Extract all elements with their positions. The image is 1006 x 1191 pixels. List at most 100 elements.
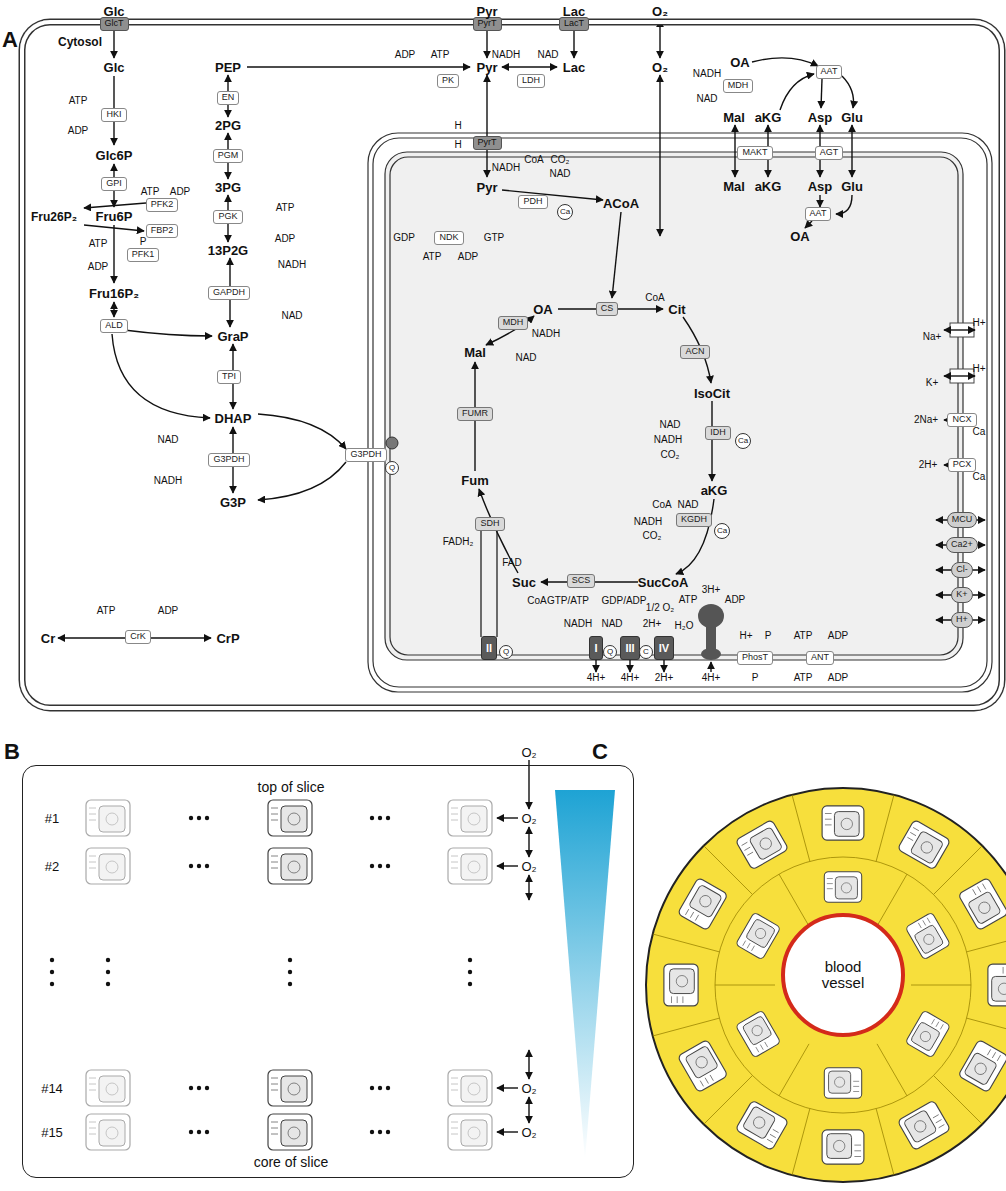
- node-text: PyrT: [478, 18, 497, 28]
- enzyme-box: MAKT: [737, 146, 772, 160]
- channel-box: K+: [951, 587, 972, 603]
- cofactor-label: ADP: [68, 126, 89, 136]
- enzyme-box: LDH: [517, 74, 545, 88]
- line-shape: [271, 1078, 278, 1079]
- line-shape: [271, 820, 278, 821]
- circle-shape: [288, 861, 300, 873]
- rect-shape: [742, 1016, 772, 1046]
- g-shape: [268, 1070, 312, 1106]
- circle-shape: [468, 1083, 480, 1095]
- rect-shape: [905, 912, 950, 960]
- cofactor-label: 2H+: [919, 460, 938, 470]
- rect-shape: [461, 854, 487, 880]
- line-shape: [271, 1128, 278, 1129]
- path-shape: [944, 375, 975, 376]
- rect-shape: [958, 1039, 1006, 1092]
- node-text: SDH: [480, 518, 499, 528]
- line-shape: [710, 1075, 713, 1081]
- g-shape: [448, 848, 492, 884]
- rect-shape: [988, 964, 1006, 1006]
- circle-shape: [197, 816, 201, 820]
- line-shape: [271, 1084, 278, 1085]
- rect-shape: [822, 1130, 864, 1164]
- line-shape: [89, 862, 96, 863]
- line-shape: [89, 808, 96, 809]
- node-text: FBP2: [151, 225, 174, 235]
- enzyme-box: PCX: [948, 458, 977, 472]
- metabolite-label: Suc: [512, 576, 536, 589]
- cofactor-label: 4H+: [587, 673, 606, 683]
- cofactor-label: H+: [739, 631, 752, 641]
- cofactor-label: ATP: [276, 203, 295, 213]
- circle-shape: [370, 864, 374, 868]
- path-shape: [497, 1131, 518, 1132]
- g-shape: [735, 819, 788, 870]
- node-text: PhosT: [742, 652, 768, 662]
- line-shape: [715, 985, 775, 986]
- circle-shape: [106, 813, 118, 825]
- blood-vessel-circle: blood vessel: [781, 913, 905, 1037]
- cofactor-label: GDP: [393, 233, 415, 243]
- circle-shape: [106, 970, 110, 974]
- cofactor-label: ADP: [725, 595, 746, 605]
- line-shape: [853, 1081, 859, 1082]
- cofactor-label: ATP: [794, 631, 813, 641]
- metabolite-label: Fum: [461, 474, 488, 487]
- cofactor-label: 2H+: [655, 673, 674, 683]
- cofactor-label: GTP/ATP: [547, 596, 589, 606]
- path-shape: [659, 75, 660, 236]
- g-shape: [736, 1010, 781, 1058]
- path-shape: [113, 302, 114, 317]
- line-shape: [743, 941, 746, 946]
- path-shape: [821, 79, 822, 108]
- cofactor-label: CoA: [524, 155, 543, 165]
- metabolite-label: aKG: [755, 180, 782, 193]
- cofactor-label: H: [454, 121, 461, 131]
- cofactor-label: P: [765, 631, 772, 641]
- line-shape: [825, 813, 832, 814]
- node-text: SCS: [572, 575, 591, 585]
- line-shape: [89, 1090, 96, 1091]
- cofactor-label: NAD: [157, 435, 178, 445]
- rect-shape: [910, 1021, 940, 1051]
- line-shape: [765, 1042, 768, 1047]
- node-text: MAKT: [742, 147, 767, 157]
- slice-label: #2: [45, 860, 59, 873]
- circle-shape: [468, 958, 472, 962]
- line-shape: [695, 915, 698, 921]
- complex-box: III: [620, 636, 639, 660]
- transporter-box: PyrT: [473, 136, 502, 150]
- circle-shape: [370, 1086, 374, 1090]
- metabolite-label: O₂: [652, 61, 668, 74]
- rect-shape: [736, 1010, 781, 1058]
- line-shape: [677, 996, 678, 1003]
- metabolite-label: SucCoA: [638, 576, 689, 589]
- line-shape: [89, 820, 96, 821]
- rect-shape: [689, 884, 723, 918]
- node-text: ACN: [685, 346, 704, 356]
- circle-shape: [841, 883, 851, 893]
- slice-label: O₂: [521, 1126, 536, 1139]
- cofactor-label: GTP: [484, 233, 505, 243]
- line-shape: [923, 920, 926, 925]
- line-shape: [89, 856, 96, 857]
- cofactor-label: P: [140, 237, 147, 247]
- rect-shape: [835, 877, 857, 899]
- metabolite-label: OA: [790, 230, 810, 243]
- line-shape: [682, 996, 683, 1003]
- rect-shape: [99, 1076, 125, 1102]
- cofactor-label: FAD: [502, 558, 521, 568]
- circle-shape: [106, 958, 110, 962]
- line-shape: [931, 1019, 934, 1024]
- enzyme-box: CrK: [125, 630, 151, 644]
- cofactor-label: ATP: [89, 239, 108, 249]
- line-shape: [742, 842, 748, 845]
- enzyme-box: AGT: [815, 146, 844, 160]
- node-text: Q: [503, 648, 509, 657]
- cycle-enzyme-box: CS: [596, 302, 619, 316]
- rect-shape: [964, 1052, 998, 1086]
- node-text: blood vessel: [807, 959, 879, 992]
- line-shape: [967, 934, 1006, 952]
- node-text: AAT: [810, 208, 827, 218]
- cofactor-label: GDP/ADP: [601, 596, 646, 606]
